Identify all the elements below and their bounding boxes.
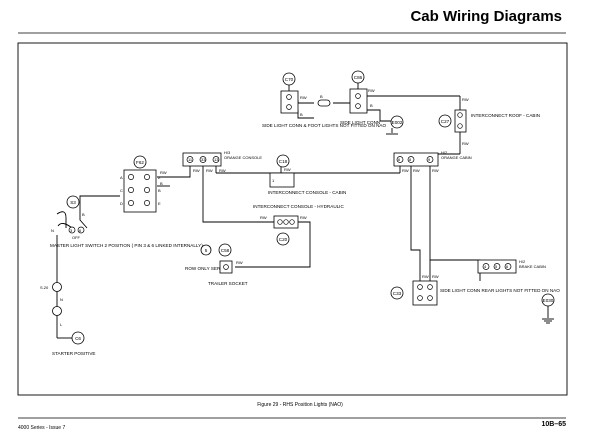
h2-pin-9: 9 <box>428 157 431 162</box>
f62-code-b: B <box>158 188 161 193</box>
c70-wire-tag: RW <box>300 95 307 100</box>
h2-brake-connector: 4 5 6 H/2 BRAKE CABIN <box>477 259 546 274</box>
brake-pin-6: 6 <box>506 264 509 269</box>
e002-id: E002 <box>392 120 403 125</box>
starter-id: C6 <box>75 336 81 341</box>
figure-caption: Figure 29 - RHS Position Lights (NAO) <box>257 402 343 408</box>
c18-id: C18 <box>279 159 288 164</box>
brake-pin-4: 4 <box>484 264 487 269</box>
master-light-switch: 3 6 OFF MASTER LIGHT SWITCH 2 POSITION (… <box>50 226 203 248</box>
c20-label: INTERCONNECT CONSOLE - HYDRAULIC <box>253 204 344 209</box>
h2-label: ORANGE CABIN <box>441 155 472 160</box>
s20-wire-tag-l: L <box>60 322 63 327</box>
c18-pins: 1 <box>272 178 275 183</box>
c86-wire-tag-b: B <box>370 103 373 108</box>
h3-console-connector: 11 33 13 H/3 ORANGE CONSOLE RW RW RW <box>182 150 262 173</box>
c27-connector: C27 INTERCONNECT ROOF - CABIN RW RW <box>438 97 540 146</box>
h3-wire-tag-2: RW <box>206 168 213 173</box>
c33-id: C33 <box>393 291 402 296</box>
brake-label: BRAKE CABIN <box>519 264 546 269</box>
s20-connector: S.20 N L <box>40 282 63 327</box>
c20-id: C20 <box>279 237 288 242</box>
h3-id: H/3 <box>224 150 231 155</box>
h3-pin-11: 11 <box>188 157 193 162</box>
page-title: Cab Wiring Diagrams <box>410 8 562 25</box>
e002-earth: E002 <box>390 115 404 129</box>
c33-wire-tag: RW <box>422 274 429 279</box>
f62-connector: F62 A Z C B D E RW B <box>120 155 167 213</box>
c18-wire-tag: RW <box>284 167 291 172</box>
h2-pin-8: 8 <box>409 157 412 162</box>
c18-connector: C18 1 INTERCONNECT CONSOLE - CABIN RW <box>268 154 346 195</box>
c58-id: C58 <box>221 248 230 253</box>
h2-pin-6: 6 <box>398 157 401 162</box>
brake-id: H/2 <box>519 259 526 264</box>
e030-earth: E030 <box>386 133 555 324</box>
brake-pin-5: 5 <box>495 264 498 269</box>
s3-wire-tag: B <box>82 212 85 217</box>
c20-wire-tag-2: RW <box>300 215 307 220</box>
f62-id: F62 <box>136 160 144 165</box>
trailer-label: TRAILER SOCKET <box>208 281 248 286</box>
h3-wire-tag-3: RW <box>219 168 226 173</box>
c58-trailer-socket: 5 C58 ROW ONLY SER TRAILER SOCKET RW <box>185 243 248 286</box>
f62-code-a: A <box>120 175 123 180</box>
switch-off-label: OFF <box>72 235 81 240</box>
c18-label: INTERCONNECT CONSOLE - CABIN <box>268 190 346 195</box>
h2-cabin-connector: 6 8 9 H/2 ORANGE CABIN RW RW RW <box>393 150 472 173</box>
c27-wire-tag-2: RW <box>462 141 469 146</box>
f62-wire-tag-b: B <box>160 181 163 186</box>
starter-positive: C6 STARTER POSITIVE <box>52 331 95 356</box>
diagram-frame <box>17 42 568 396</box>
switch-label: MASTER LIGHT SWITCH 2 POSITION ( PIN 3 &… <box>50 243 203 248</box>
c27-label: INTERCONNECT ROOF - CABIN <box>471 113 540 118</box>
switch-wire-tag: N <box>51 228 54 233</box>
f62-code-d: D <box>120 201 123 206</box>
switch-pin-3: 3 <box>70 228 73 233</box>
c70-label: SIDE LIGHT CONN & FOOT LIGHTS NOT FITTED… <box>262 123 386 128</box>
page-number: 10B–65 <box>541 421 566 428</box>
f62-code-z: Z <box>158 175 161 180</box>
f62-code-c: C <box>120 188 123 193</box>
bulb-icon: B <box>317 94 331 107</box>
footer-left: 4000 Series - Issue 7 <box>18 425 66 431</box>
h2-id: H/2 <box>441 150 448 155</box>
h2-wire-tag-1: RW <box>402 168 409 173</box>
s3-connector: S3 B <box>66 195 85 217</box>
c86-wire-tag: RW <box>368 88 375 93</box>
c58-pin-circle: 5 <box>205 248 208 253</box>
f62-code-e: E <box>158 201 161 206</box>
starter-label: STARTER POSITIVE <box>52 351 95 356</box>
c33-label: SIDE LIGHT CONN REAR LIGHTS NOT FITTED O… <box>440 288 560 293</box>
c20-connector: C20 INTERCONNECT CONSOLE - HYDRAULIC RW … <box>253 204 344 246</box>
s3-id: S3 <box>70 200 76 205</box>
e030-id: E030 <box>543 298 554 303</box>
c70-wire-tag-b: B <box>300 112 303 117</box>
bulb-wire-tag: B <box>320 94 323 99</box>
trailer-note: ROW ONLY SER <box>185 266 221 271</box>
c27-wire-tag: RW <box>462 97 469 102</box>
f62-wire-tag: RW <box>160 170 167 175</box>
s20-wire-tag: N <box>60 297 63 302</box>
c27-id: C27 <box>441 119 450 124</box>
h2-wire-tag-2: RW <box>413 168 420 173</box>
h3-pin-13: 13 <box>214 157 219 162</box>
c70-id: C70 <box>285 77 294 82</box>
c86-connector: C86 SIDE LIGHT CONN RW B <box>340 70 380 125</box>
s20-id: S.20 <box>40 285 49 290</box>
c86-id: C86 <box>354 75 363 80</box>
trailer-wire-tag: RW <box>236 260 243 265</box>
c86-label: SIDE LIGHT CONN <box>340 120 380 125</box>
switch-pin-6: 6 <box>79 228 82 233</box>
h3-pin-33: 33 <box>201 157 206 162</box>
h3-wire-tag-1: RW <box>193 168 200 173</box>
h2-wire-tag-3: RW <box>432 168 439 173</box>
c33-wire-tag-2: RW <box>432 274 439 279</box>
h3-label: ORANGE CONSOLE <box>224 155 262 160</box>
c33-connector: C33 SIDE LIGHT CONN REAR LIGHTS NOT FITT… <box>390 274 560 306</box>
c70-connector: C70 SIDE LIGHT CONN & FOOT LIGHTS NOT FI… <box>262 72 386 128</box>
c20-wire-tag: RW <box>260 215 267 220</box>
